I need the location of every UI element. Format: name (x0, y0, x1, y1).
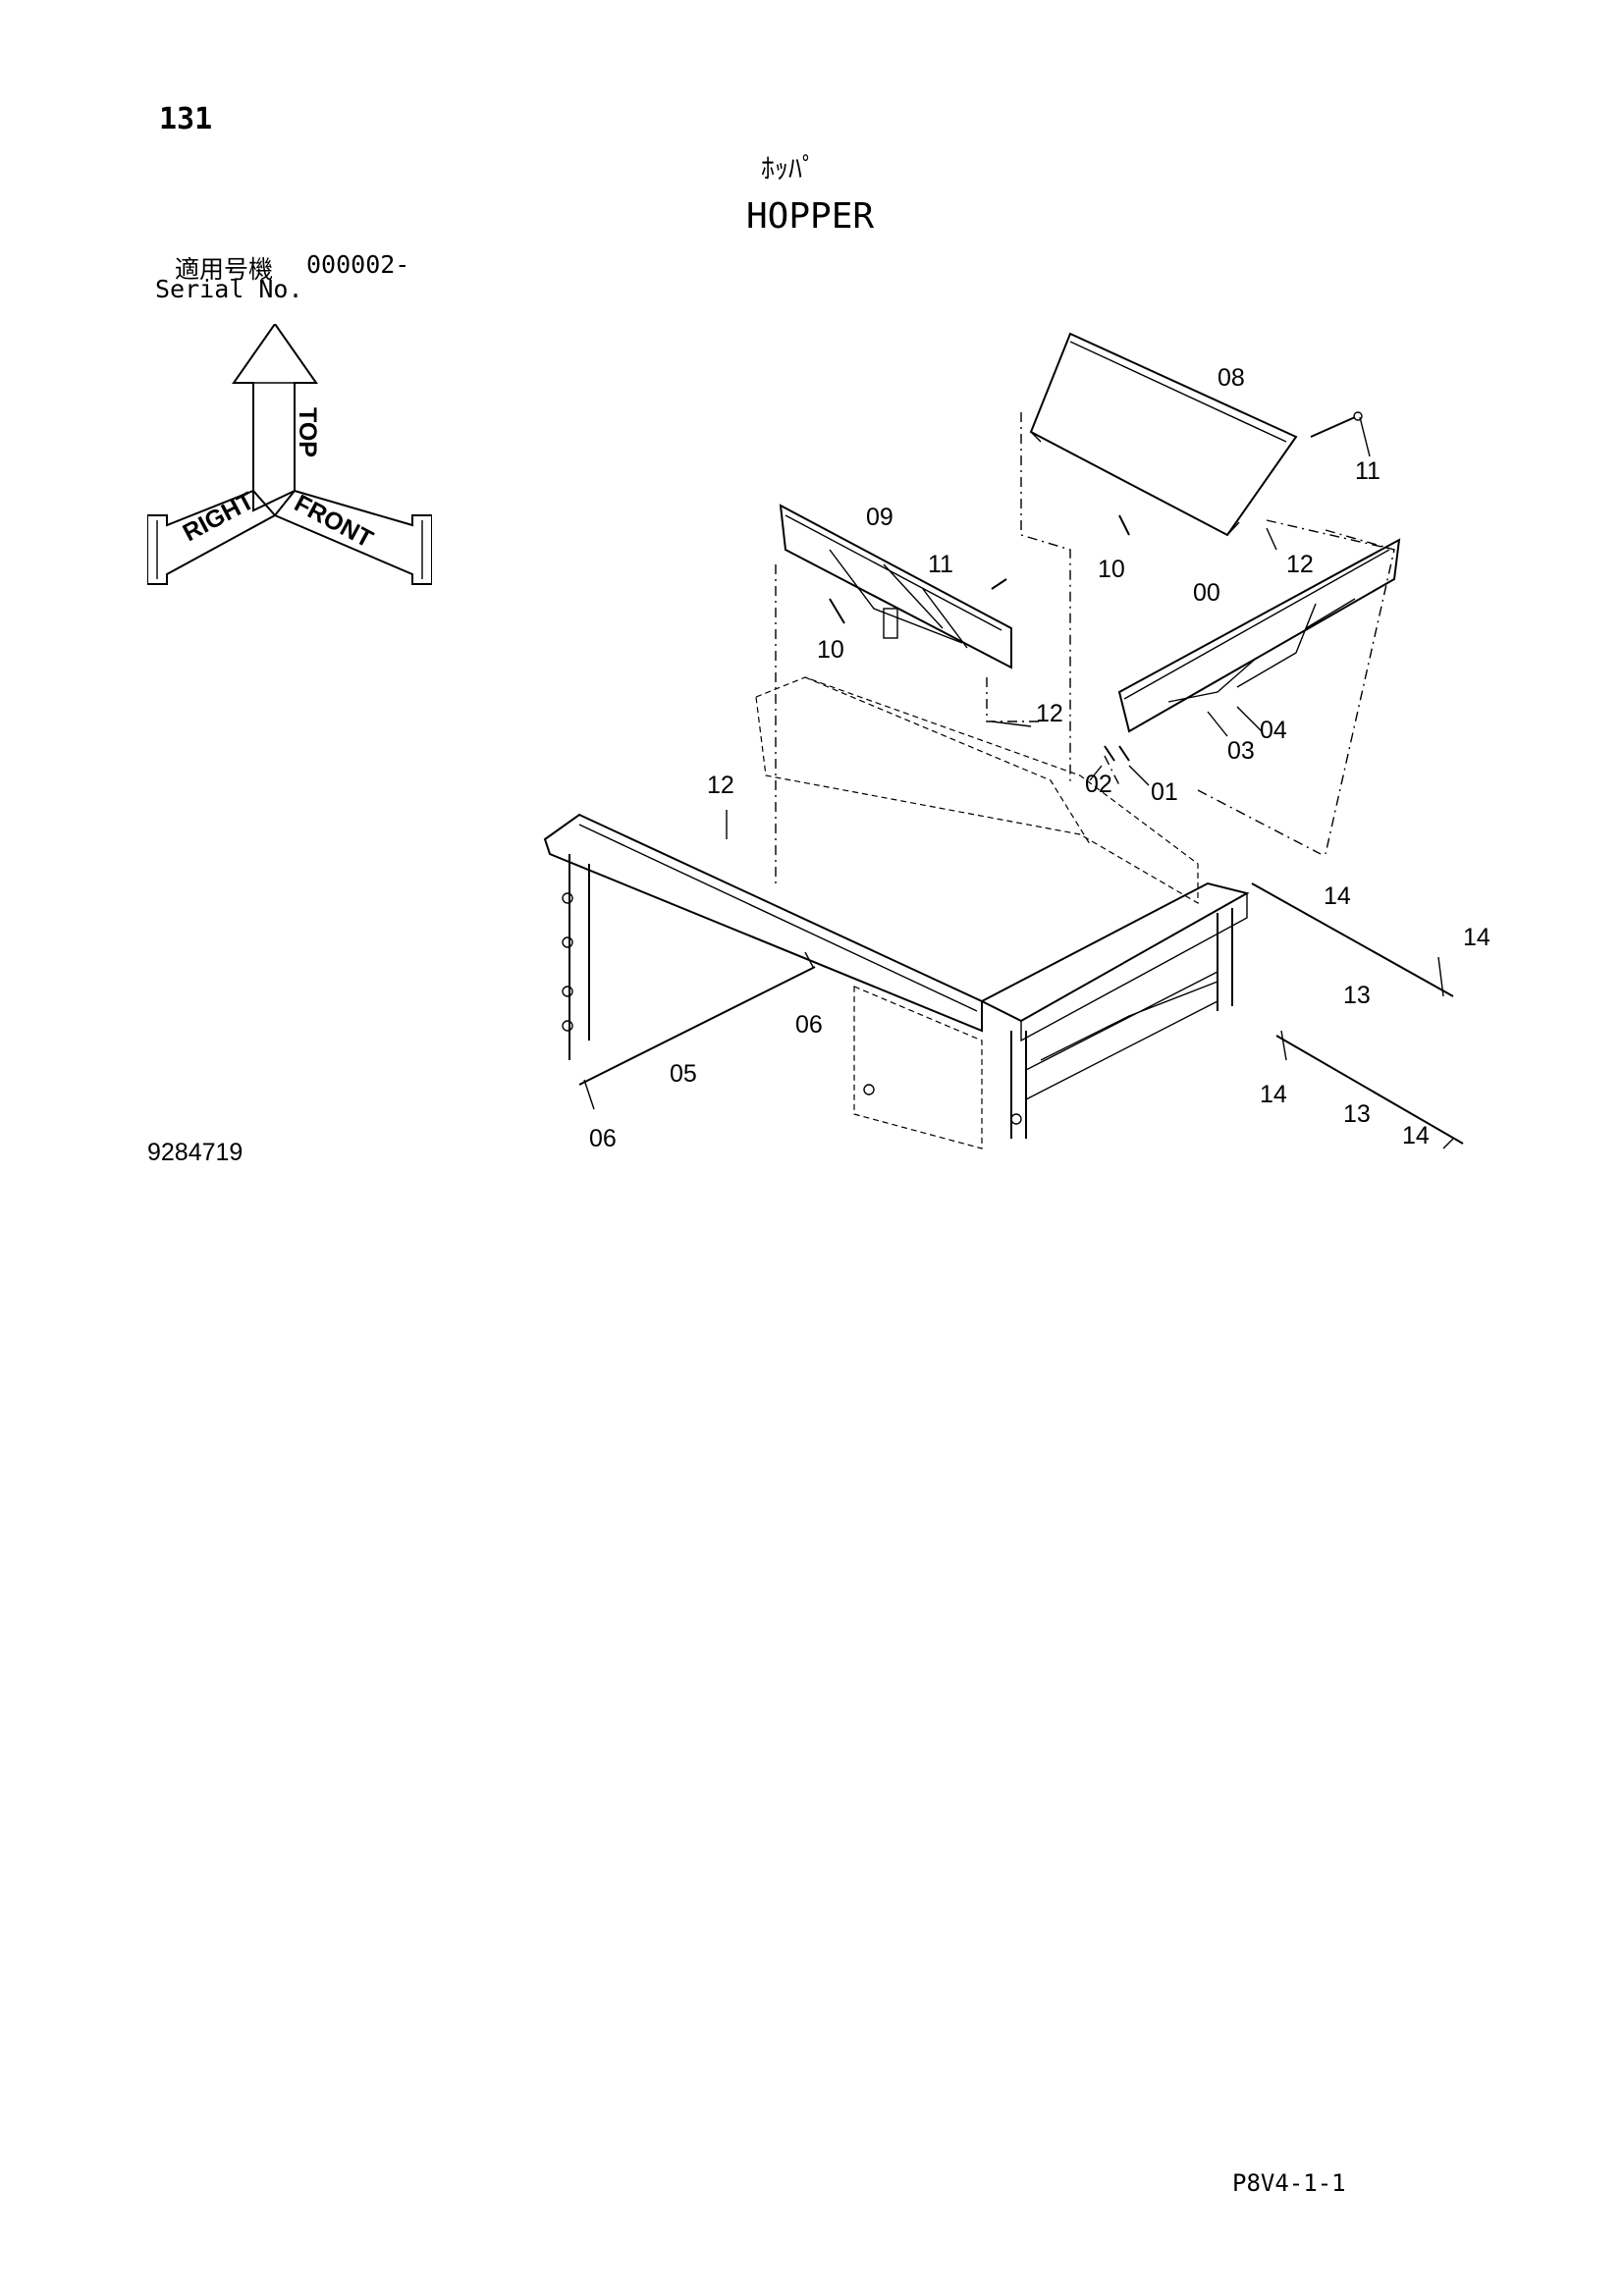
callout-05: 05 (670, 1060, 697, 1088)
hopper-frame (543, 676, 1250, 1149)
drawing-number: 9284719 (147, 1139, 244, 1166)
callout-00: 00 (1193, 579, 1220, 607)
callout-11-right: 11 (1355, 457, 1380, 485)
callout-13-upper: 13 (1343, 982, 1371, 1009)
part-13-bar-lower (1275, 1035, 1464, 1145)
serial-number-value: 000002- (306, 250, 410, 279)
callout-01: 01 (1151, 778, 1178, 806)
callout-11-left: 11 (928, 551, 953, 578)
reference-code: P8V4-1-1 (1232, 2169, 1346, 2197)
callout-09: 09 (866, 504, 893, 531)
callout-06-middle: 06 (795, 1011, 823, 1039)
callout-08: 08 (1218, 364, 1245, 392)
callout-13-lower: 13 (1343, 1100, 1371, 1128)
callout-10-left: 10 (817, 636, 844, 664)
part-00-right-panel (1117, 538, 1401, 733)
callout-06-lower: 06 (589, 1125, 617, 1152)
part-09-left-panel (779, 504, 1012, 669)
page-number: 131 (159, 102, 213, 136)
part-13-bar-upper (1251, 882, 1454, 997)
callout-14-lower-left: 14 (1260, 1081, 1287, 1108)
title-japanese: ﾎｯﾊﾟ (761, 152, 817, 185)
part-05-bar (578, 966, 816, 1086)
orientation-top-label: TOP (294, 407, 321, 457)
part-08-cover (1029, 332, 1298, 537)
orientation-indicator: TOP RIGHT FRONT (147, 324, 432, 585)
serial-label-english: Serial No. (155, 275, 303, 303)
callout-02: 02 (1085, 771, 1112, 798)
callout-12-left: 12 (707, 772, 734, 799)
callout-04: 04 (1260, 717, 1287, 744)
serial-label-japanese: 適用号機 (175, 255, 274, 284)
callout-03: 03 (1227, 737, 1255, 765)
callout-10-right: 10 (1098, 556, 1125, 583)
callout-14-upper-left: 14 (1324, 882, 1351, 910)
callout-12-top: 12 (1286, 551, 1314, 578)
hopper-exploded-diagram: 08 11 09 12 10 11 00 10 12 04 03 02 01 1… (543, 332, 1490, 1152)
callout-14-lower-right: 14 (1402, 1122, 1430, 1149)
callout-14-upper-right: 14 (1463, 924, 1490, 951)
callout-12-middle: 12 (1036, 700, 1063, 727)
page-title: HOPPER (746, 196, 875, 237)
